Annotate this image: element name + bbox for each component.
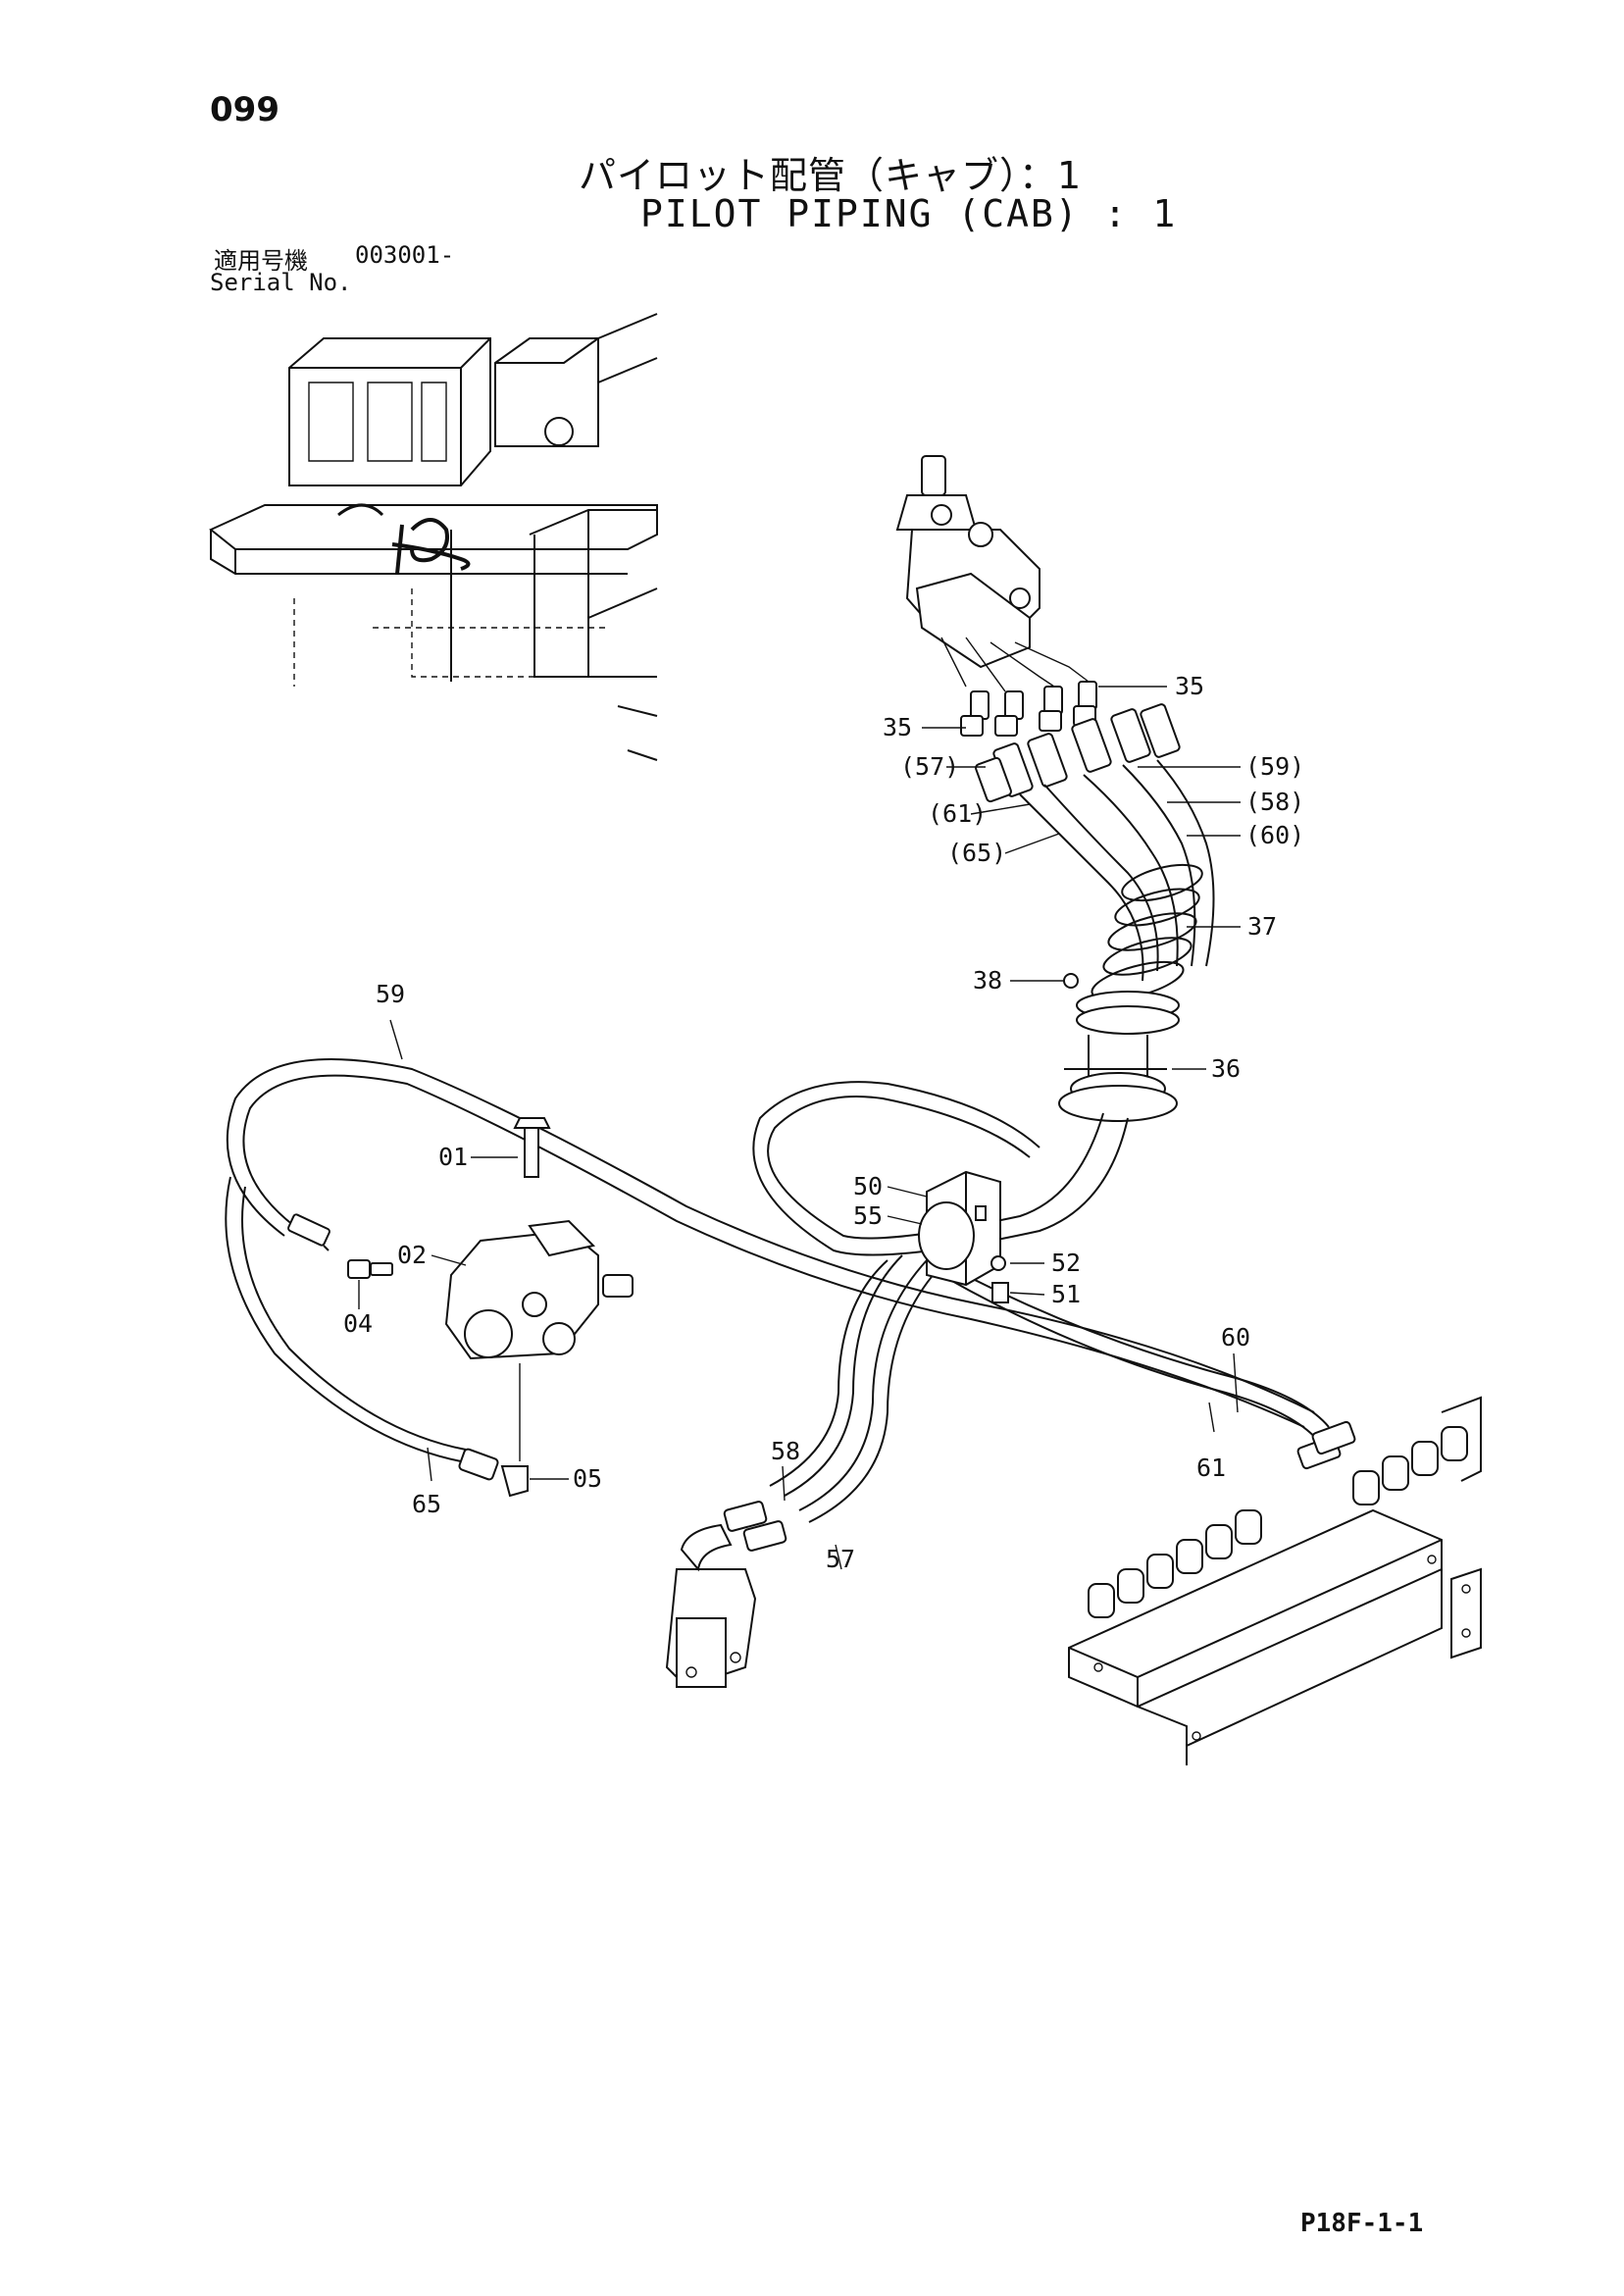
spool-caps	[1088, 1426, 1468, 1618]
hose-ends	[975, 703, 1181, 803]
drawing-code: P18F-1-1	[1300, 2209, 1424, 2238]
serial-label-english: Serial No.	[210, 269, 352, 296]
callout-37: 37	[1247, 912, 1277, 941]
callout-38: 38	[973, 966, 1002, 995]
callout-60-ref: (60)	[1245, 821, 1304, 849]
callout-58-ref: (58)	[1245, 788, 1304, 816]
clamp-bracket	[918, 1170, 1009, 1303]
callout-36: 36	[1211, 1054, 1241, 1083]
control-valve-block	[1068, 1396, 1482, 1765]
callout-04: 04	[343, 1309, 373, 1338]
page-number: 099	[210, 90, 279, 129]
callout-60: 60	[1221, 1323, 1250, 1352]
callout-59: 59	[376, 980, 405, 1008]
shuttle-valve	[287, 1117, 634, 1498]
callout-57-ref: (57)	[900, 752, 959, 781]
callout-51: 51	[1051, 1280, 1081, 1308]
callout-labels: 35 35 (57) (59) (58) (61) (60) (65) 37 3…	[343, 672, 1304, 1573]
callout-01: 01	[438, 1143, 468, 1171]
callout-05: 05	[573, 1464, 602, 1493]
pilot-valve-assembly	[895, 455, 1215, 1122]
callout-55: 55	[853, 1201, 883, 1230]
title-japanese: パイロット配管（キャブ）：1	[579, 154, 1083, 197]
callout-65-ref: (65)	[947, 839, 1006, 867]
leader-lines	[358, 686, 1241, 1570]
callout-58: 58	[771, 1437, 800, 1465]
hose-runs	[225, 1058, 1330, 1523]
lower-fittings	[665, 1420, 1356, 1689]
serial-label-japanese: 適用号機	[214, 247, 308, 275]
callout-61: 61	[1196, 1454, 1226, 1482]
title-english: PILOT PIPING (CAB) : 1	[640, 192, 1178, 235]
callout-02: 02	[397, 1241, 427, 1269]
fitting-row-upper	[960, 681, 1097, 737]
machine-overview-inset	[209, 313, 658, 761]
callout-50: 50	[853, 1172, 883, 1200]
callout-52: 52	[1051, 1249, 1081, 1277]
callout-35-left: 35	[883, 713, 912, 741]
callout-65: 65	[412, 1490, 441, 1518]
callout-35-right: 35	[1175, 672, 1204, 700]
callout-57: 57	[826, 1545, 855, 1573]
callout-61-ref: (61)	[928, 799, 987, 828]
callout-59-ref: (59)	[1245, 752, 1304, 781]
serial-number-value: 003001-	[355, 241, 455, 269]
